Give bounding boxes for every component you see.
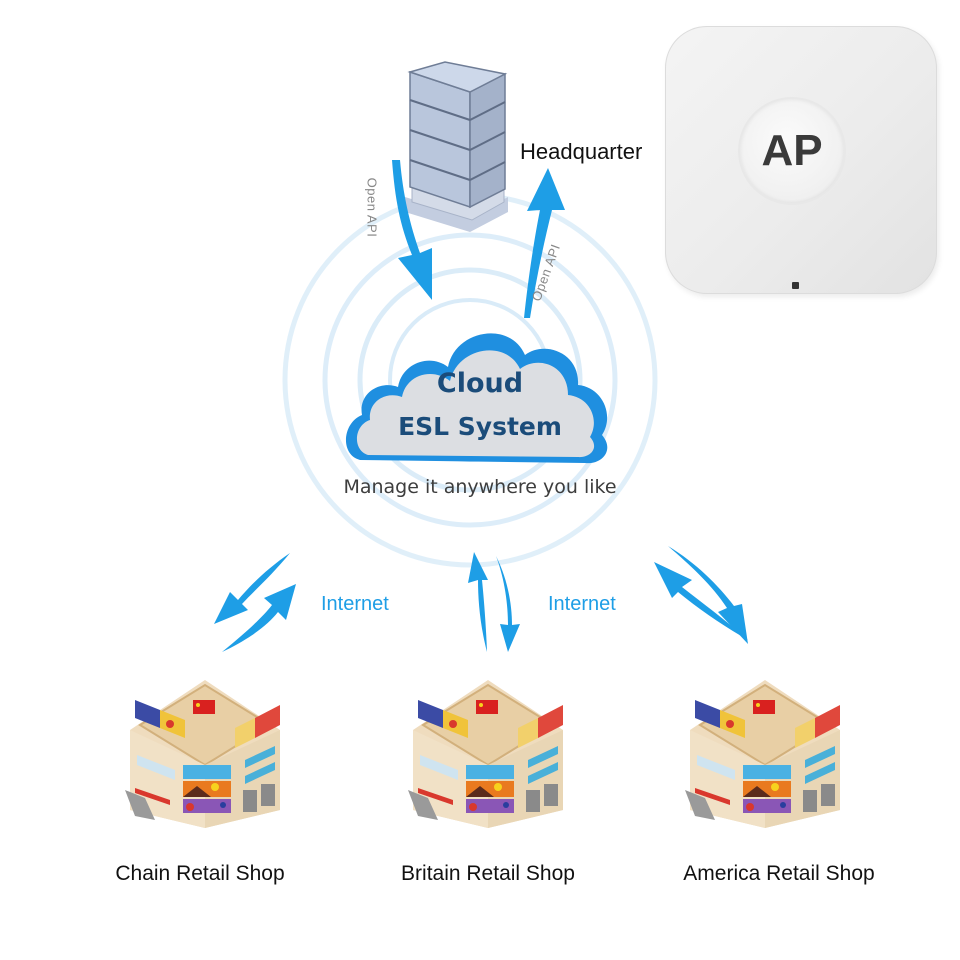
retail-store-icon (408, 680, 563, 828)
wireless-access-point-icon (740, 99, 844, 203)
internet-label-left: Internet (321, 593, 389, 615)
retail-store-icon (685, 680, 840, 828)
ap-label: AP (761, 126, 823, 175)
headquarter-label: Headquarter (520, 139, 643, 164)
status-led-icon (792, 282, 799, 289)
shop-label-chain: Chain Retail Shop (115, 862, 285, 885)
shop-label-america: America Retail Shop (683, 862, 875, 885)
cloud-title: Cloud (436, 368, 524, 399)
retail-store-icon (125, 680, 280, 828)
cloud-subtitle: ESL System (398, 412, 562, 441)
cloud-tagline: Manage it anywhere you like (343, 476, 617, 498)
shop-label-britain: Britain Retail Shop (401, 862, 575, 885)
cloud-icon (345, 333, 608, 464)
office-building-icon (405, 61, 508, 232)
internet-label-right: Internet (548, 593, 616, 615)
